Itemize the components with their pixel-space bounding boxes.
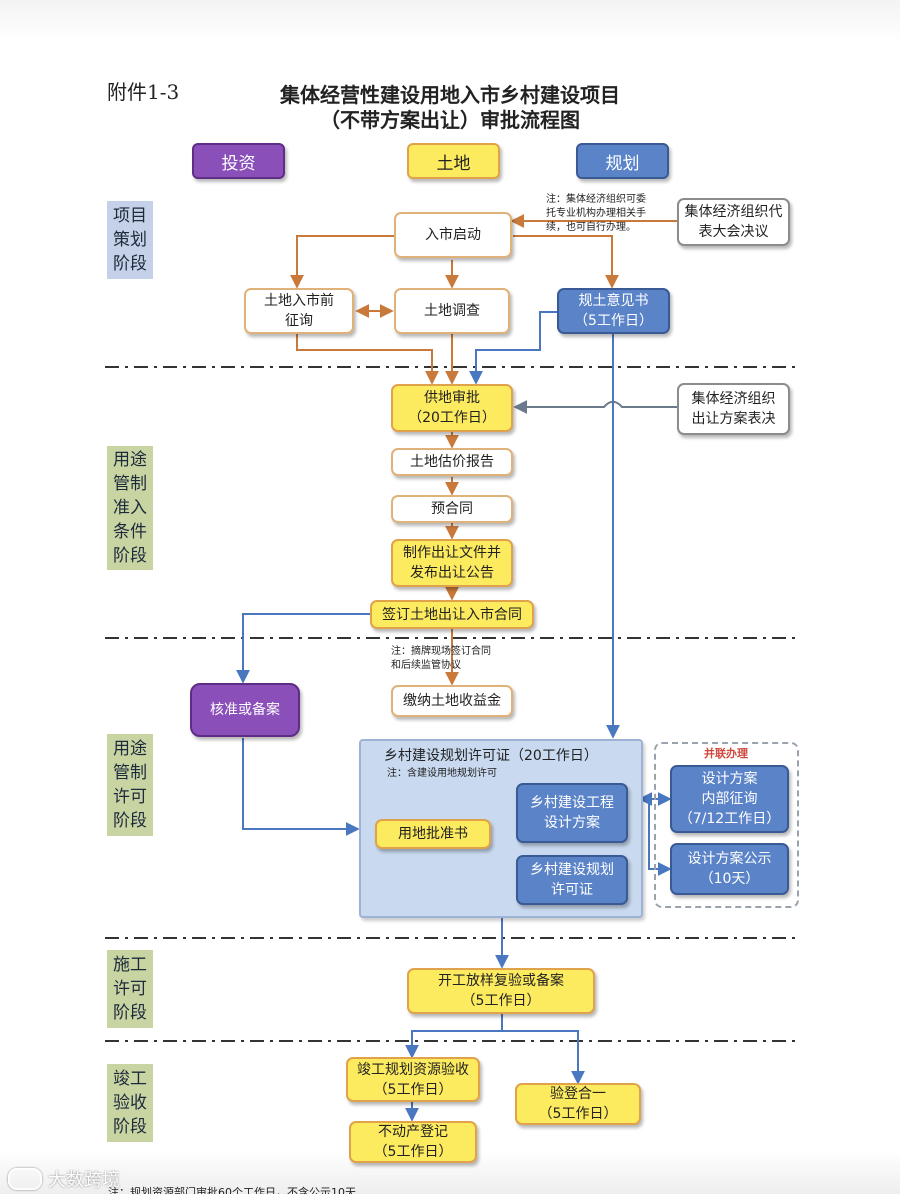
column-header-invest: 投资	[192, 143, 285, 179]
start-node: 入市启动	[394, 212, 512, 258]
permit-sub-note: 注：含建设用地规划许可	[387, 768, 497, 779]
phase-label-construction: 施工 许可 阶段	[107, 950, 153, 1028]
phase-label-access: 用途 管制 准入 条件 阶段	[107, 446, 153, 570]
publish-node: 制作出让文件并 发布出让公告	[391, 539, 513, 587]
valuation-node: 土地估价报告	[391, 448, 513, 476]
property-reg-node: 不动产登记 （5工作日）	[349, 1121, 477, 1163]
planning-opinion-node: 规土意见书 （5工作日）	[557, 288, 670, 334]
watermark-logo-icon	[8, 1168, 42, 1190]
listing-note: 注：摘牌现场签订合同 和后续监管协议	[391, 646, 491, 671]
page-subtitle: （不带方案出让）审批流程图	[320, 108, 580, 132]
page-title: 集体经营性建设用地入市乡村建设项目	[280, 83, 620, 107]
survey-node: 土地调查	[394, 288, 510, 334]
column-header-land: 土地	[407, 143, 500, 179]
agency-note: 注：集体经济组织可委 托专业机构办理相关手 续，也可自行办理。	[546, 194, 646, 233]
column-header-plan: 规划	[576, 143, 669, 179]
attachment-label: 附件1-3	[107, 80, 180, 104]
design-scheme-node: 乡村建设工程 设计方案	[516, 783, 628, 843]
verify-record-node: 核准或备案	[190, 683, 300, 737]
sign-contract-node: 签订土地出让入市合同	[370, 600, 534, 629]
watermark: 大数跨境	[8, 1166, 120, 1192]
publicity-node: 设计方案公示 （10天）	[670, 843, 789, 895]
phase-label-planning: 项目 策划 阶段	[107, 201, 153, 279]
rural-permit-title: 乡村建设规划许可证（20工作日）	[384, 748, 598, 764]
pay-fee-node: 缴纳土地收益金	[391, 685, 513, 717]
construction-start-node: 开工放样复验或备案 （5工作日）	[407, 968, 595, 1014]
one-check-node: 验登合一 （5工作日）	[515, 1083, 641, 1125]
watermark-text: 大数跨境	[48, 1170, 120, 1191]
parallel-panel	[654, 742, 799, 908]
pre-contract-node: 预合同	[391, 495, 513, 523]
rural-permit-node: 乡村建设规划 许可证	[516, 855, 628, 905]
footer-note: 注：规划资源部门审批60个工作日，不含公示10天	[108, 1186, 356, 1194]
internal-consult-node: 设计方案 内部征询 （7/12工作日）	[670, 765, 789, 833]
phase-label-permit: 用途 管制 许可 阶段	[107, 734, 153, 836]
member-resolution-node: 集体经济组织代 表大会决议	[677, 198, 790, 246]
transfer-resolution-node: 集体经济组织 出让方案表决	[677, 383, 790, 435]
supply-approval-node: 供地审批 （20工作日）	[391, 384, 513, 432]
completion-check-node: 竣工规划资源验收 （5工作日）	[346, 1057, 480, 1102]
land-approval-node: 用地批准书	[375, 819, 491, 849]
parallel-label: 并联办理	[704, 747, 748, 760]
phase-label-completion: 竣工 验收 阶段	[107, 1064, 153, 1142]
pre-consult-node: 土地入市前 征询	[244, 288, 354, 334]
